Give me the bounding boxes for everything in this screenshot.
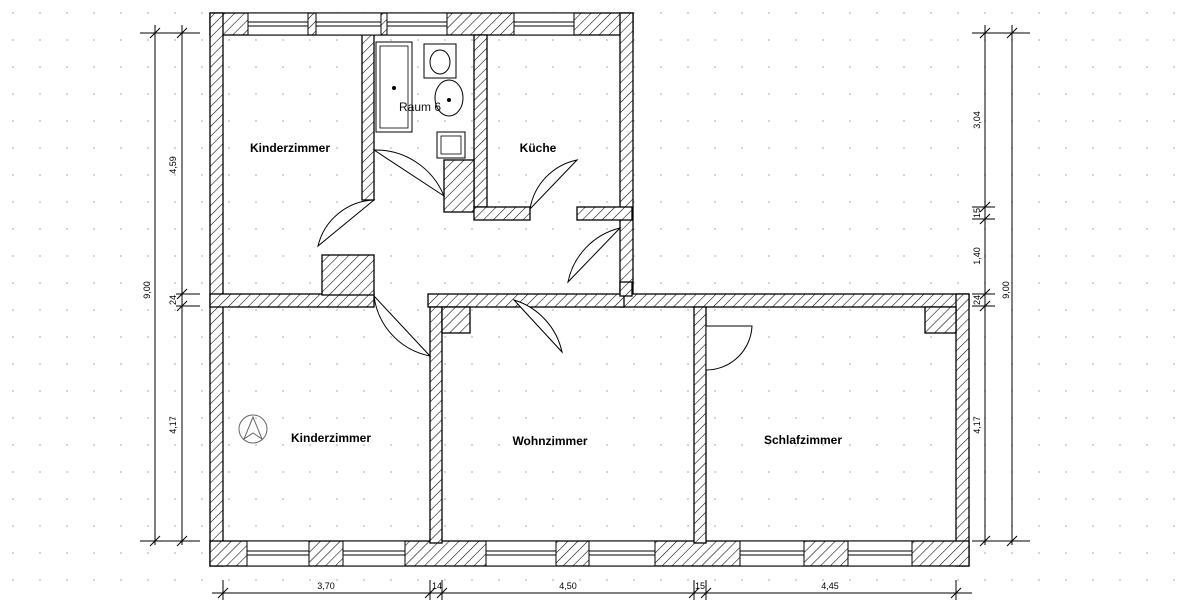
dim-right-total: 9,00 (1001, 281, 1011, 299)
wall-step (619, 293, 970, 308)
wall-right-lower (955, 293, 970, 567)
dimensions-right: 3,04 15 1,40 24 4,17 9,00 (972, 25, 1030, 547)
window-bottom-5 (739, 540, 805, 567)
dimensions-left: 4,59 24 4,17 9,00 (140, 25, 200, 547)
wall-kitchen-bottom-left (473, 206, 531, 221)
window-bottom-2 (342, 540, 406, 567)
dim-right-small2: 24 (972, 295, 982, 305)
window-top-1 (247, 12, 309, 36)
wall-bath-kitchen (473, 34, 488, 208)
wall-mid-left (209, 293, 375, 308)
door-kinderzimmer-bottom (373, 294, 432, 357)
dim-left-top: 4,59 (168, 156, 178, 174)
dimensions-bottom: 3,70 14 4,50 15 4,45 (212, 580, 972, 600)
dim-left-total: 9,00 (142, 281, 152, 299)
room-label-kueche: Küche (520, 141, 557, 155)
dim-bottom-2: 14 (432, 581, 442, 591)
room-label-wohnzimmer: Wohnzimmer (512, 434, 587, 448)
door-kitchen (529, 159, 579, 211)
bath-fixtures (375, 41, 466, 159)
wall-left (209, 12, 224, 567)
room-label-raum: Raum 6 (399, 100, 441, 114)
dim-bottom-3: 4,50 (559, 581, 577, 591)
wall-wohn-corner (441, 306, 471, 334)
wall-wohn-schlaf (693, 306, 707, 544)
dim-right-mid: 1,40 (972, 247, 982, 265)
wall-schlaf-corner (924, 306, 957, 334)
wall-right-upper (619, 12, 634, 297)
dim-bottom-5: 4,45 (821, 581, 839, 591)
door-kinderzimmer-top (317, 199, 376, 248)
wall-corridor-stub (619, 281, 633, 297)
dim-right-top: 3,04 (972, 111, 982, 129)
door-corridor-right (567, 227, 622, 284)
window-top-4 (513, 12, 575, 36)
doors (317, 149, 753, 371)
room-label-schlafzimmer: Schlafzimmer (764, 433, 842, 447)
window-top-3 (386, 12, 448, 36)
wall-kinder-wohn (429, 306, 443, 544)
window-bottom-6 (847, 540, 913, 567)
window-top-2 (315, 12, 382, 36)
wall-stub-left (321, 254, 375, 296)
dim-left-mid: 24 (168, 295, 178, 305)
dim-right-small: 15 (972, 208, 982, 218)
dim-bottom-1: 3,70 (317, 581, 335, 591)
door-schlafzimmer (705, 325, 753, 371)
room-label-kinderzimmer-bottom: Kinderzimmer (291, 431, 371, 445)
window-bottom-3 (485, 540, 557, 567)
window-bottom-4 (588, 540, 656, 567)
room-label-kinderzimmer-top: Kinderzimmer (250, 141, 330, 155)
wall-kinder-bath (361, 34, 375, 201)
north-arrow-icon (238, 414, 268, 444)
dim-bottom-4: 15 (695, 581, 705, 591)
dim-left-bottom: 4,17 (168, 416, 178, 434)
door-bath (372, 149, 446, 198)
wall-kitchen-bottom-right (576, 206, 633, 221)
door-wohnzimmer (512, 298, 563, 354)
window-bottom-1 (246, 540, 310, 567)
dim-right-bottom: 4,17 (972, 416, 982, 434)
windows (246, 12, 913, 567)
wall-bath-block (443, 159, 475, 213)
